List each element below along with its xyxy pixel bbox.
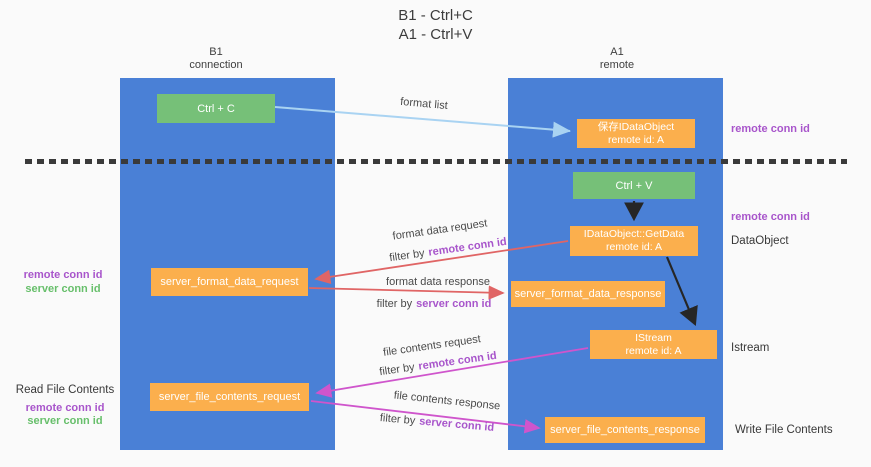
- save-dataobject-box: 保存IDataObject remote id: A: [577, 119, 695, 148]
- ctrl-c-label: Ctrl + C: [197, 102, 235, 115]
- filter-by-text: filter by: [388, 247, 426, 265]
- lifeline-b1-name: B1: [209, 46, 223, 58]
- ctrl-v-label: Ctrl + V: [615, 179, 653, 192]
- bottom-server-conn-id-annotation: server conn id: [27, 415, 103, 427]
- read-file-contents-annotations: Read File Contents remote conn id server…: [10, 384, 120, 429]
- title-line-2: A1 - Ctrl+V: [398, 26, 473, 43]
- read-file-contents-annotation: Read File Contents: [15, 384, 115, 396]
- ctrl-v-box: Ctrl + V: [573, 172, 695, 199]
- server-format-data-response-box: server_format_data_response: [511, 281, 665, 307]
- diagram-title: B1 - Ctrl+C A1 - Ctrl+V: [0, 6, 871, 44]
- separator-dashed-line: [25, 159, 847, 164]
- title-line-1: B1 - Ctrl+C: [398, 7, 473, 24]
- column-header-a1: A1 remote: [522, 46, 712, 72]
- server-file-contents-request-label: server_file_contents_request: [158, 391, 301, 403]
- lifeline-a1-name: A1: [610, 46, 624, 58]
- format-data-response-label: format data response: [386, 276, 490, 288]
- remote-conn-id-text: remote conn id: [417, 349, 498, 373]
- format-list-label: format list: [399, 95, 449, 113]
- dataobject-annotation: DataObject: [731, 235, 789, 247]
- column-header-b1: B1 connection: [121, 46, 311, 72]
- filter-by-text: filter by: [376, 298, 413, 310]
- filter-by-text: filter by: [378, 361, 416, 379]
- server-file-contents-response-label: server_file_contents_response: [550, 424, 700, 436]
- getdata-line1: IDataObject::GetData: [583, 228, 685, 240]
- remote-conn-id-text: remote conn id: [427, 235, 508, 259]
- format-data-response-arrow: [308, 285, 505, 300]
- getdata-box: IDataObject::GetData remote id: A: [570, 226, 698, 256]
- format-data-request-label: format data request: [391, 217, 489, 243]
- server-conn-id-text: server conn id: [416, 298, 492, 310]
- getdata-line2: remote id: A: [605, 241, 663, 253]
- istream-annotation: Istream: [731, 342, 770, 354]
- server-conn-id-text: server conn id: [418, 415, 495, 434]
- server-format-data-response-label: server_format_data_response: [514, 288, 662, 300]
- file-contents-response-label: file contents response: [393, 389, 501, 413]
- ctrl-c-box: Ctrl + C: [157, 94, 275, 123]
- server-file-contents-response-box: server_file_contents_response: [545, 417, 705, 443]
- save-dataobject-line1: 保存IDataObject: [597, 120, 675, 133]
- left-remote-conn-id-annotation: remote conn id: [23, 269, 103, 281]
- left-server-conn-id-annotation: server conn id: [25, 282, 101, 295]
- lifeline-b1-role: connection: [189, 59, 243, 71]
- server-format-data-request-box: server_format_data_request: [151, 268, 308, 296]
- write-file-contents-annotation: Write File Contents: [735, 424, 833, 436]
- server-file-contents-request-box: server_file_contents_request: [150, 383, 309, 411]
- bottom-remote-conn-id-annotation: remote conn id: [25, 401, 105, 414]
- lifeline-a1-role: remote: [599, 59, 635, 71]
- filter-by-text: filter by: [379, 412, 416, 428]
- istream-line2: remote id: A: [625, 344, 682, 357]
- server-format-data-request-label: server_format_data_request: [160, 276, 299, 288]
- istream-box: IStream remote id: A: [590, 330, 717, 359]
- istream-line1: IStream: [635, 331, 672, 344]
- remote-conn-id-annotation-mid: remote conn id: [731, 211, 810, 223]
- left-conn-id-annotations: remote conn id server conn id: [8, 269, 118, 296]
- save-dataobject-line2: remote id: A: [607, 133, 665, 146]
- remote-conn-id-annotation-top: remote conn id: [731, 123, 810, 135]
